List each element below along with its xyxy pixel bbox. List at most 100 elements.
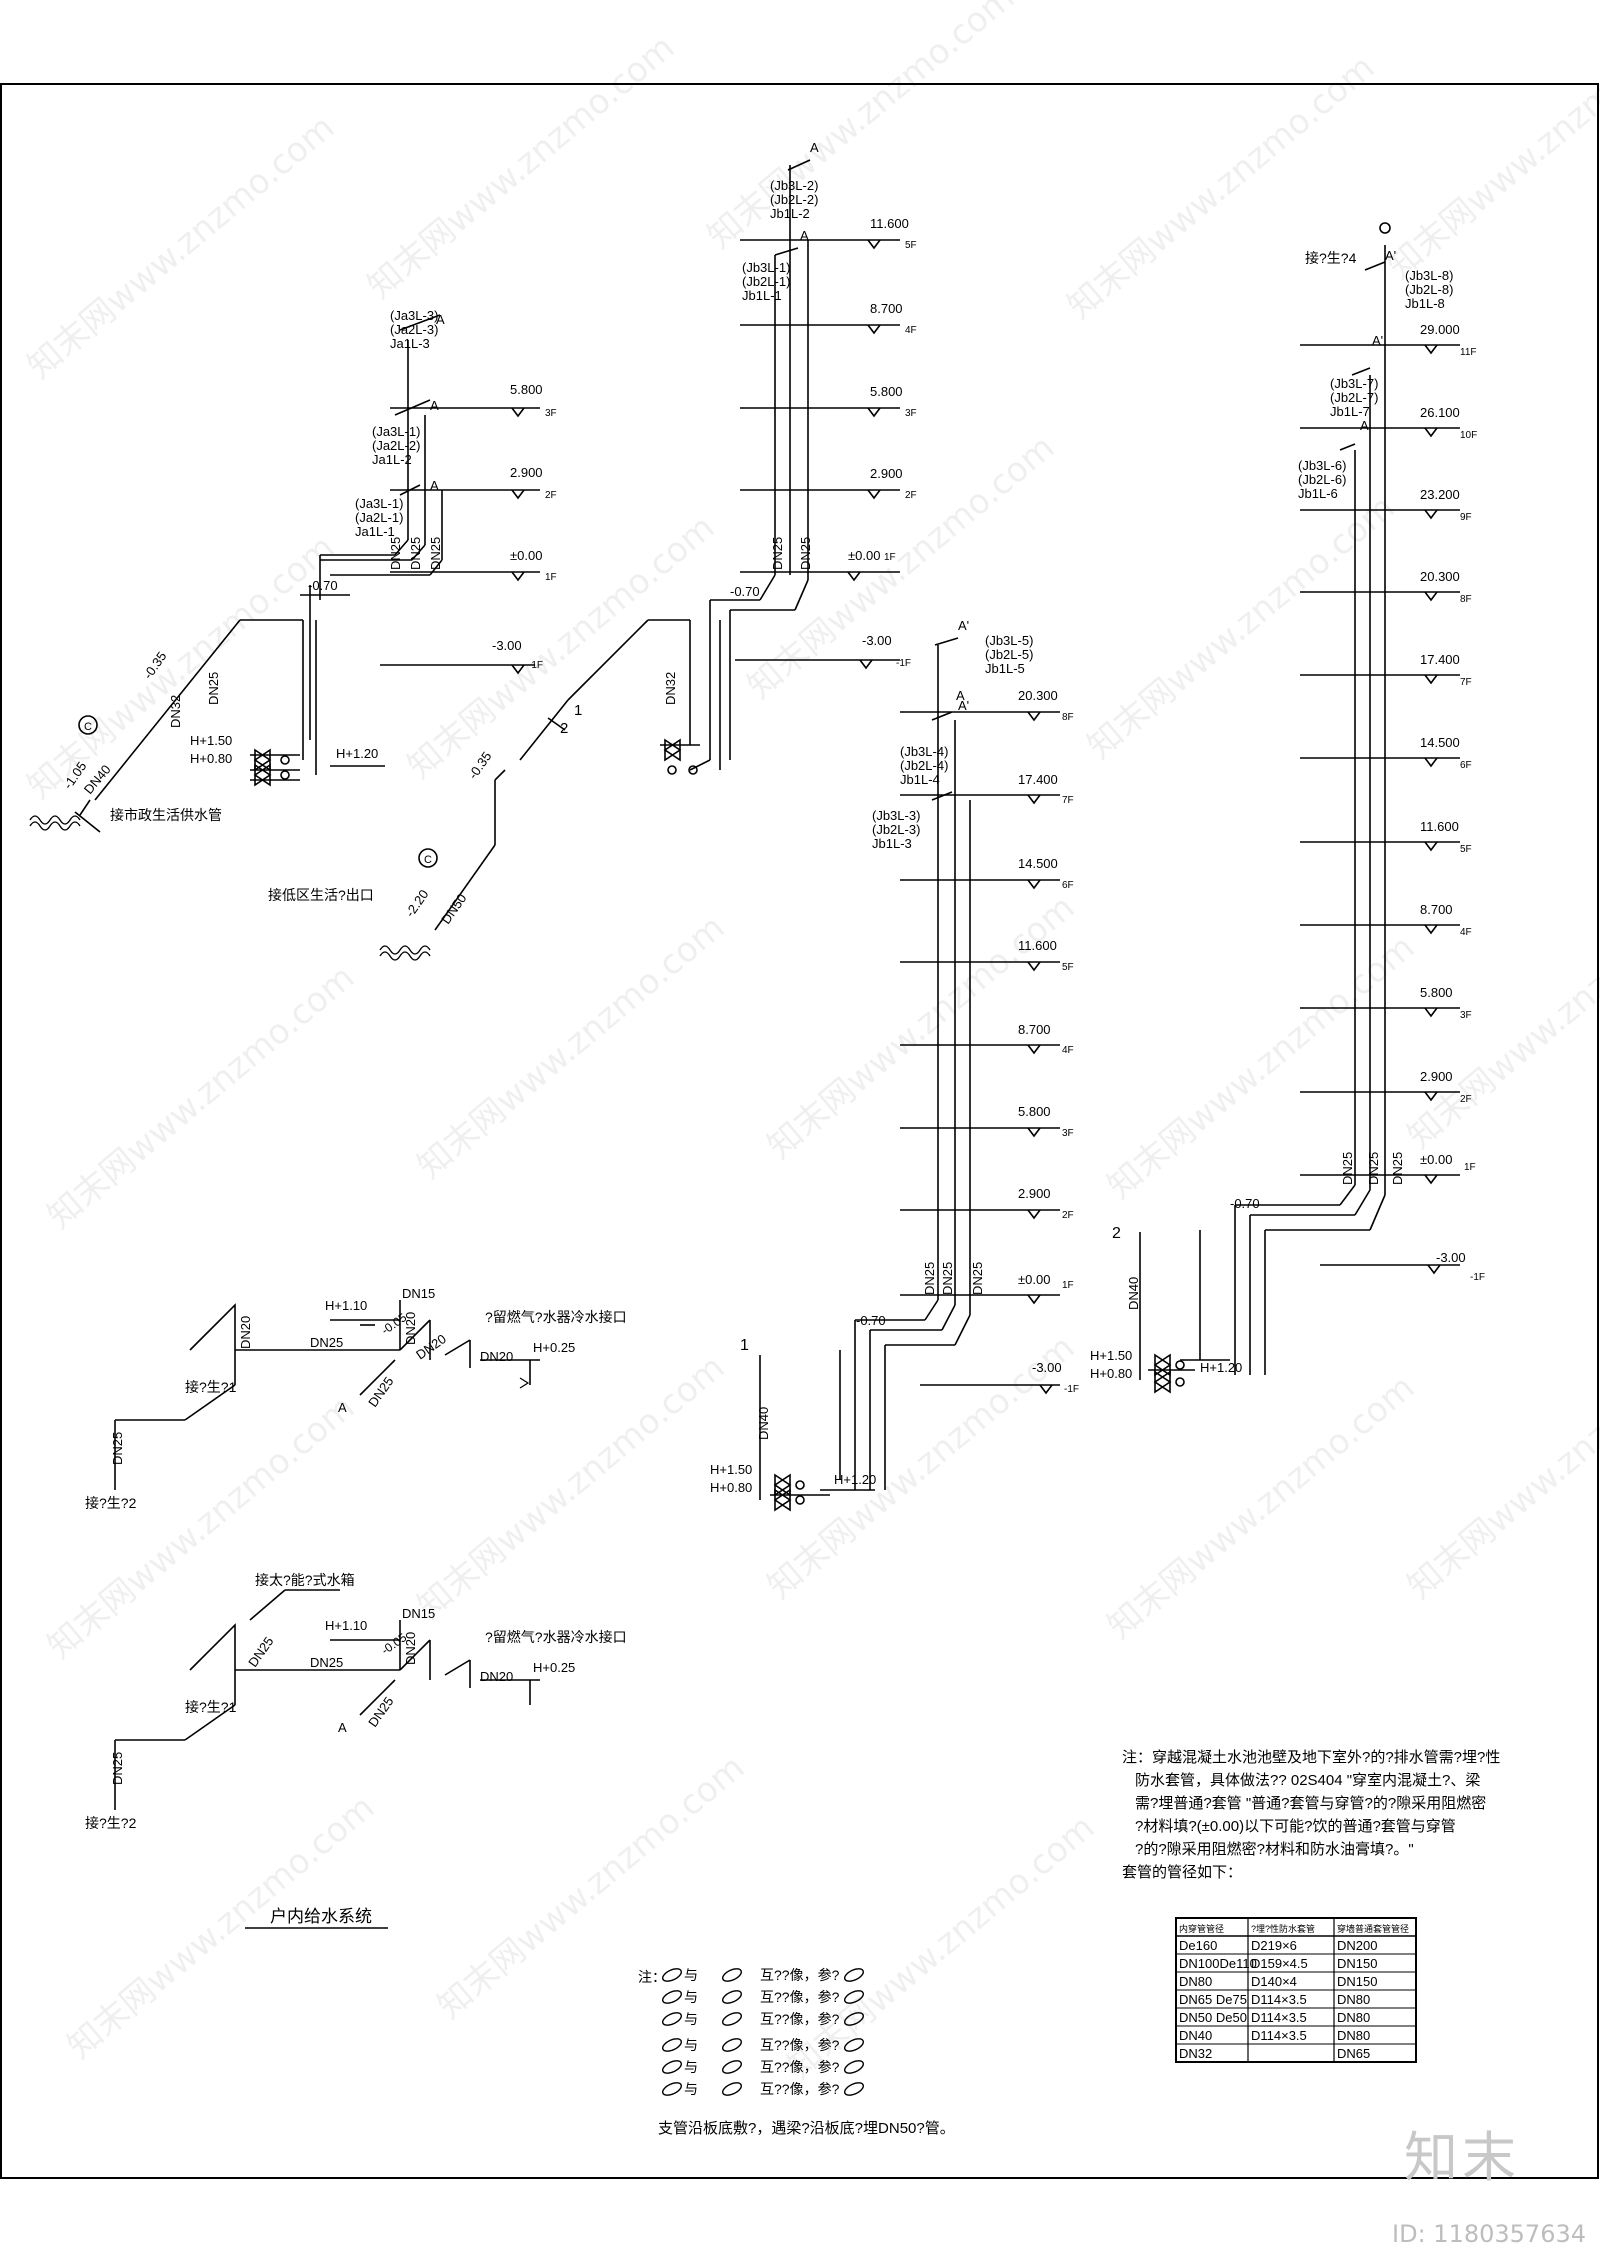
riser-a-tag-1-line-1: (Ja3L-3) [390,308,438,323]
legend-pipe-symbol [843,1968,865,1982]
legend-pipe-symbol [661,2060,683,2074]
riser-d-h150: H+1.50 [1090,1348,1132,1363]
riser-c-h080: H+0.80 [710,1480,752,1495]
riser-b-elev-5f: 11.600 [870,216,909,231]
watermark-text: 知末网www.znzmo.com [1400,877,1600,1156]
household-1-h110: H+1.10 [325,1298,367,1313]
sleeve-table-cell: DN80 [1337,2010,1370,2025]
riser-d-elev-6f: 14.500 [1420,735,1460,750]
riser-d-elev-3f: 5.800 [1420,985,1453,1000]
legend-pipe-symbol [843,2038,865,2052]
riser-a-floor-3f: 3F [545,408,557,419]
sleeve-table-cell: De160 [1179,1938,1217,1953]
household-2-conn-1: 接?生?1 [185,1699,237,1715]
household-1-h025: H+0.25 [533,1340,575,1355]
legend-footer: 支管沿板底敷?，遇梁?沿板底?埋DN50?管。 [658,2119,955,2137]
riser-b-connect-label: 接低区生活?出口 [268,887,374,903]
household-1-dn20-c: DN20 [480,1349,513,1364]
riser-b-floor-b1: -1F [896,658,911,669]
main-note-line-5: ?的?隙采用阻燃密?材料和防水油膏填?。" [1135,1840,1414,1858]
riser-b-elev-3f: 5.800 [870,384,903,399]
legend-pipe-symbol [721,1968,743,1982]
riser-d-pipe-2: DN25 [1366,1152,1381,1185]
watermark-text: 知末网www.znzmo.com [360,27,682,306]
riser-c-elev-3f: 5.800 [1018,1104,1051,1119]
riser-d-pipe-1: DN25 [1340,1152,1355,1185]
legend-title: 注： [638,1969,666,1985]
sleeve-table-cell: DN80 [1179,1974,1212,1989]
riser-c-floor-1f: 1F [1062,1280,1074,1291]
riser-d-floor-11f: 11F [1460,347,1477,358]
legend-row-joiner: 与 [684,2011,698,2027]
riser-d-marker-a: A [1360,418,1369,433]
sheet-border [0,83,1599,2179]
household-1-dn15: DN15 [402,1286,435,1301]
riser-c-pipe-1: DN25 [922,1262,937,1295]
household-2-dn15: DN15 [402,1606,435,1621]
legend-row-joiner: 与 [684,1989,698,2005]
household-2-solar-label: 接太?能?式水箱 [255,1572,355,1588]
riser-c-pipe-2: DN25 [940,1262,955,1295]
riser-d-tag-1-line-1: (Jb3L-8) [1405,268,1453,283]
sleeve-table-cell: DN150 [1337,1974,1377,1989]
sleeve-table-cell: DN65 De75 [1179,1992,1247,2007]
riser-c-tag-1-line-2: (Jb2L-5) [985,647,1033,662]
riser-d-floor-2f: 2F [1460,1094,1472,1105]
household-1-conn-1: 接?生?1 [185,1379,237,1395]
legend-pipe-symbol [721,2038,743,2052]
riser-b-elev-b1: -3.00 [862,633,892,648]
sleeve-table-cell: D159×4.5 [1251,1956,1308,1971]
watermark-text: 知末网www.znzmo.com [1060,47,1382,326]
riser-b-mark-c: C [424,854,432,866]
riser-c-elev-2f: 2.900 [1018,1186,1051,1201]
household-1-dn20-a: DN20 [403,1312,418,1345]
riser-a-tag-1-line-2: (Ja2L-3) [390,322,438,337]
riser-b-elev-220: -2.20 [402,887,431,920]
riser-a-elev-3f: 5.800 [510,382,543,397]
riser-a-elev-1f: ±0.00 [510,548,542,563]
riser-b-pipe-2: DN25 [798,537,813,570]
riser-a-h150: H+1.50 [190,733,232,748]
riser-b-tag-2-line-3: Jb1L-1 [742,288,782,303]
riser-c-main-dn40: DN40 [756,1407,771,1440]
riser-c-floor-4f: 4F [1062,1045,1074,1056]
riser-d-elev-b1: -3.00 [1436,1250,1466,1265]
riser-d-h120: H+1.20 [1200,1360,1242,1375]
riser-d-elev-2f: 2.900 [1420,1069,1453,1084]
riser-c-elev-8f: 20.300 [1018,688,1058,703]
legend-pipe-symbol [661,2012,683,2026]
sleeve-table-cell: DN200 [1337,1938,1377,1953]
sleeve-table-cell: D140×4 [1251,1974,1297,1989]
watermark-text: 知末网www.znzmo.com [700,0,1022,257]
riser-d-tag-1-line-2: (Jb2L-8) [1405,282,1453,297]
riser-c-h150: H+1.50 [710,1462,752,1477]
riser-c-text: (Jb3L-5) (Jb2L-5) Jb1L-5 (Jb3L-4) (Jb2L-… [710,618,1079,1495]
riser-a-branch-dn32: DN32 [168,695,183,728]
riser-c-tag-2-line-3: Jb1L-4 [900,772,940,787]
watermark-text: 知末网www.znzmo.com [1080,487,1402,766]
riser-b-floor-1f: 1F [884,552,896,563]
household-2-dn25-b: DN25 [365,1694,396,1730]
riser-c-marker-aprime-1: A' [958,618,969,633]
main-note-line-6: 套管的管径如下： [1122,1864,1242,1881]
riser-c-elev-1f: ±0.00 [1018,1272,1050,1287]
legend-row-joiner: 与 [684,1967,698,1983]
riser-c-tag-3-line-1: (Jb3L-3) [872,808,920,823]
watermark-text: 知末网www.znzmo.com [40,957,362,1236]
riser-b-main-dn50: DN50 [438,891,469,927]
riser-d-marker-aprime-1: A' [1385,248,1396,263]
main-note-line-3: 需?埋普通?套管 "普通?套管与穿管?的?隙采用阻燃密 [1135,1794,1486,1812]
riser-a-tag-2-line-1: (Ja3L-1) [372,424,420,439]
legend-row-text: 互??像，参? [760,2011,840,2027]
riser-a-connect-label: 接市政生活供水管 [110,807,222,823]
riser-d-elev-1f: ±0.00 [1420,1152,1452,1167]
legend-row-text: 互??像，参? [760,1989,840,2005]
household-2-text: 接太?能?式水箱 DN15 H+1.10 -0.05 DN20 DN20 DN2… [85,1572,627,1831]
riser-b-elev-1f: ±0.00 [848,548,880,563]
riser-d-tag-3-line-1: (Jb3L-6) [1298,458,1346,473]
riser-a-floor-1f: 1F [545,572,557,583]
riser-d-main-dn40: DN40 [1126,1277,1141,1310]
sleeve-table-cell: D114×3.5 [1251,2010,1307,2025]
riser-d-floor-6f: 6F [1460,760,1472,771]
